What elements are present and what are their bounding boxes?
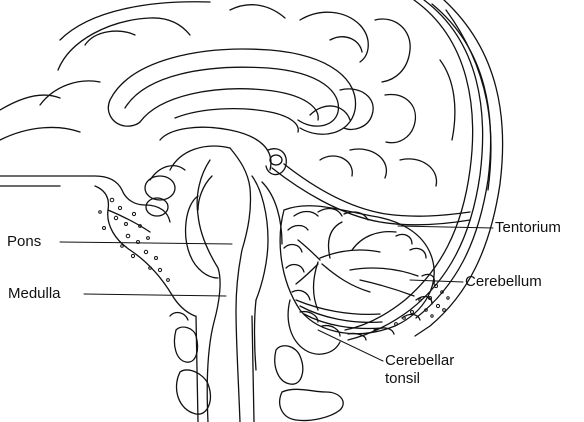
- label-medulla: Medulla: [8, 285, 61, 303]
- leader-line-cerebellar-tonsil: [318, 330, 383, 361]
- label-cerebellar-tonsil: Cerebellar tonsil: [385, 352, 454, 388]
- cerebral-hemisphere: [0, 2, 455, 186]
- leader-line-cerebellum: [410, 280, 463, 282]
- diencephalon: [145, 127, 286, 216]
- label-cerebellar-tonsil-line2: tonsil: [385, 370, 454, 388]
- corpus-callosum: [108, 49, 355, 134]
- label-cerebellar-tonsil-line1: Cerebellar: [385, 352, 454, 370]
- label-pons: Pons: [7, 233, 41, 251]
- leader-line-medulla: [84, 294, 226, 296]
- brainstem: [186, 148, 282, 422]
- label-tentorium: Tentorium: [495, 219, 561, 237]
- leader-line-tentorium: [398, 226, 493, 228]
- leader-line-pons: [60, 242, 232, 244]
- label-cerebellum: Cerebellum: [465, 273, 542, 291]
